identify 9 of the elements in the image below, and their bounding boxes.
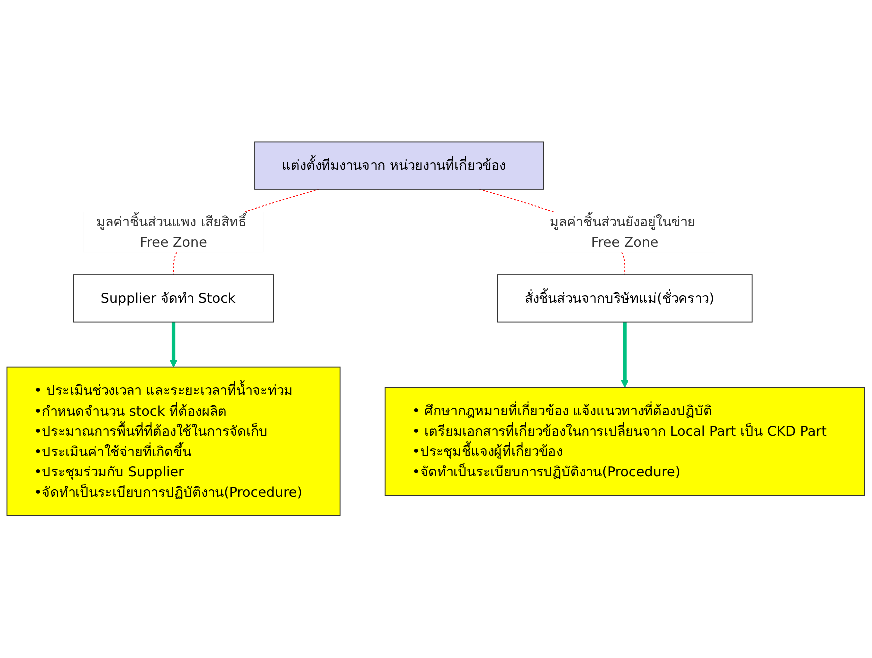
edge-label: มูลค่าชิ้นส่วนยังอยู่ในข่าย Free Zone: [550, 214, 696, 250]
node-box: สั่งชิ้นส่วนจากบริษัทแม่(ชั่วคราว): [497, 274, 753, 323]
node-box: • ประเมินช่วงเวลา และระยะเวลาที่น้ำจะท่วม •กำหนดจำนวน stock ที่ต้องผลิต •ประมาณการพื้นที่ที่ต้องใช้ในการจัดเก็บ •ประเมินค่าใช้จ่ายที่เกิดขึ้น •ประชุมร่วมกับ Supplier •จัดทำเป็นระเบียบการปฏิบัติงาน(Procedure): [6, 366, 341, 516]
node-box: แต่งตั้งทีมงานจาก หน่วยงานที่เกี่ยวข้อง: [254, 142, 544, 190]
node-box: • ศึกษากฎหมายที่เกี่ยวข้อง แจ้งแนวทางที่ต้องปฏิบัติ • เตรียมเอกสารที่เกี่ยวข้องในการเปลี่ยนจาก Local Part เป็น CKD Part •ประชุมชี้แจงผู้ที่เกี่ยวข้อง •จัดทำเป็นระเบียบการปฏิบัติงาน(Procedure): [384, 387, 866, 496]
arrow: [170, 322, 178, 368]
edge-label: มูลค่าชิ้นส่วนแพง เสียสิทธิ์ Free Zone: [96, 214, 247, 250]
arrow: [621, 322, 630, 388]
node-box: Supplier จัดทำ Stock: [73, 274, 274, 323]
